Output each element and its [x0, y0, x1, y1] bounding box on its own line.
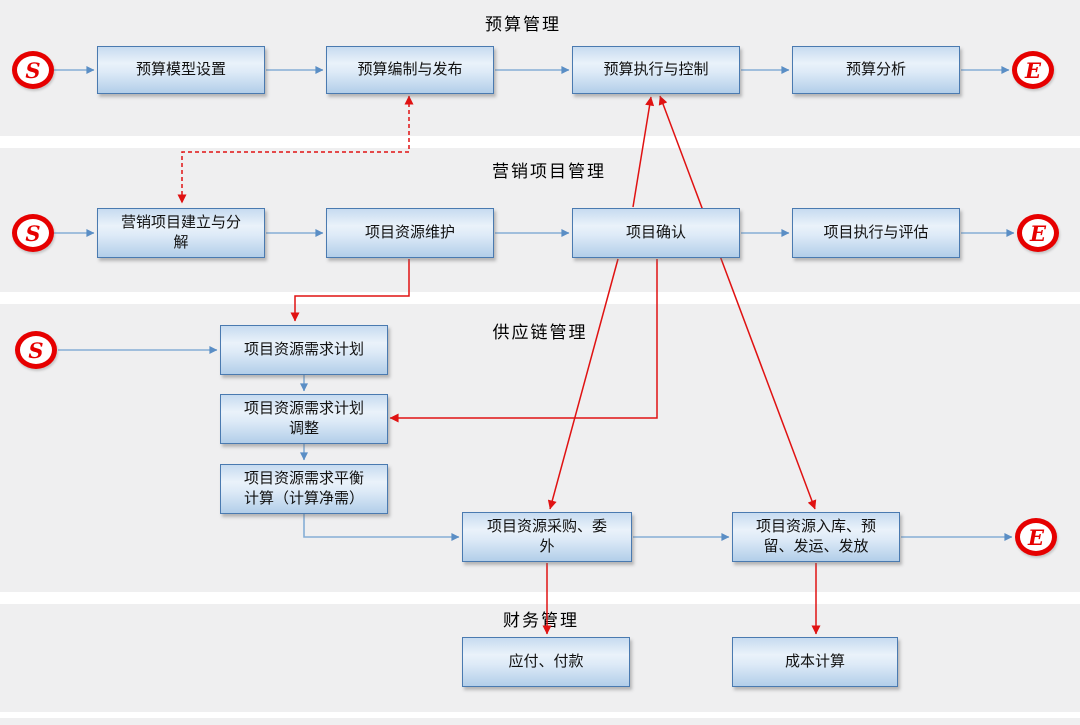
edge-confirm-to-budget-exec: [632, 96, 655, 208]
node-budget-compile: 预算编制与发布: [326, 46, 494, 94]
node-budget-analysis: 预算分析: [792, 46, 960, 94]
edge-mkt-create-budget-compile-dashed: [177, 95, 414, 204]
node-project-confirm: 项目确认: [572, 208, 740, 258]
node-cost-calc: 成本计算: [732, 637, 898, 687]
node-project-resource-maint: 项目资源维护: [326, 208, 494, 258]
node-res-demand-plan: 项目资源需求计划: [220, 325, 388, 375]
node-res-inbound: 项目资源入库、预留、发运、发放: [732, 512, 900, 562]
lane-title-budget: 预算管理: [485, 15, 561, 34]
node-res-purchase: 项目资源采购、委外: [462, 512, 632, 562]
end-terminal-supply-chain: E: [1015, 518, 1057, 556]
node-res-demand-adjust: 项目资源需求计划调整: [220, 394, 388, 444]
node-budget-model: 预算模型设置: [97, 46, 265, 94]
node-res-balance-calc: 项目资源需求平衡计算（计算净需）: [220, 464, 388, 514]
lane-title-finance: 财务管理: [503, 611, 579, 630]
node-budget-exec: 预算执行与控制: [572, 46, 740, 94]
edge-confirm-inbound-budget-exec-line: [658, 95, 817, 510]
edge-maint-to-demand-plan: [290, 259, 410, 322]
start-terminal-label: S: [25, 220, 41, 246]
edge-confirm-to-purchase: [547, 258, 619, 510]
edge-confirm-to-demand-adjust: [389, 259, 658, 423]
end-terminal-label: E: [1029, 220, 1046, 246]
edge-balance-to-purchase: [303, 514, 460, 541]
end-terminal-label: E: [1024, 57, 1041, 83]
node-mkt-project-create: 营销项目建立与分解: [97, 208, 265, 258]
start-terminal-label: S: [25, 57, 41, 83]
end-terminal-marketing: E: [1017, 214, 1059, 252]
end-terminal-budget: E: [1012, 51, 1054, 89]
lane-title-supply-chain: 供应链管理: [492, 323, 588, 342]
start-terminal-label: S: [28, 337, 44, 363]
start-terminal-supply-chain: S: [15, 331, 57, 369]
end-terminal-label: E: [1027, 524, 1044, 550]
node-payable: 应付、付款: [462, 637, 630, 687]
start-terminal-budget: S: [12, 51, 54, 89]
start-terminal-marketing: S: [12, 214, 54, 252]
lane-title-marketing: 营销项目管理: [492, 162, 606, 181]
node-project-exec-eval: 项目执行与评估: [792, 208, 960, 258]
lane-footer-strip: [0, 718, 1080, 725]
